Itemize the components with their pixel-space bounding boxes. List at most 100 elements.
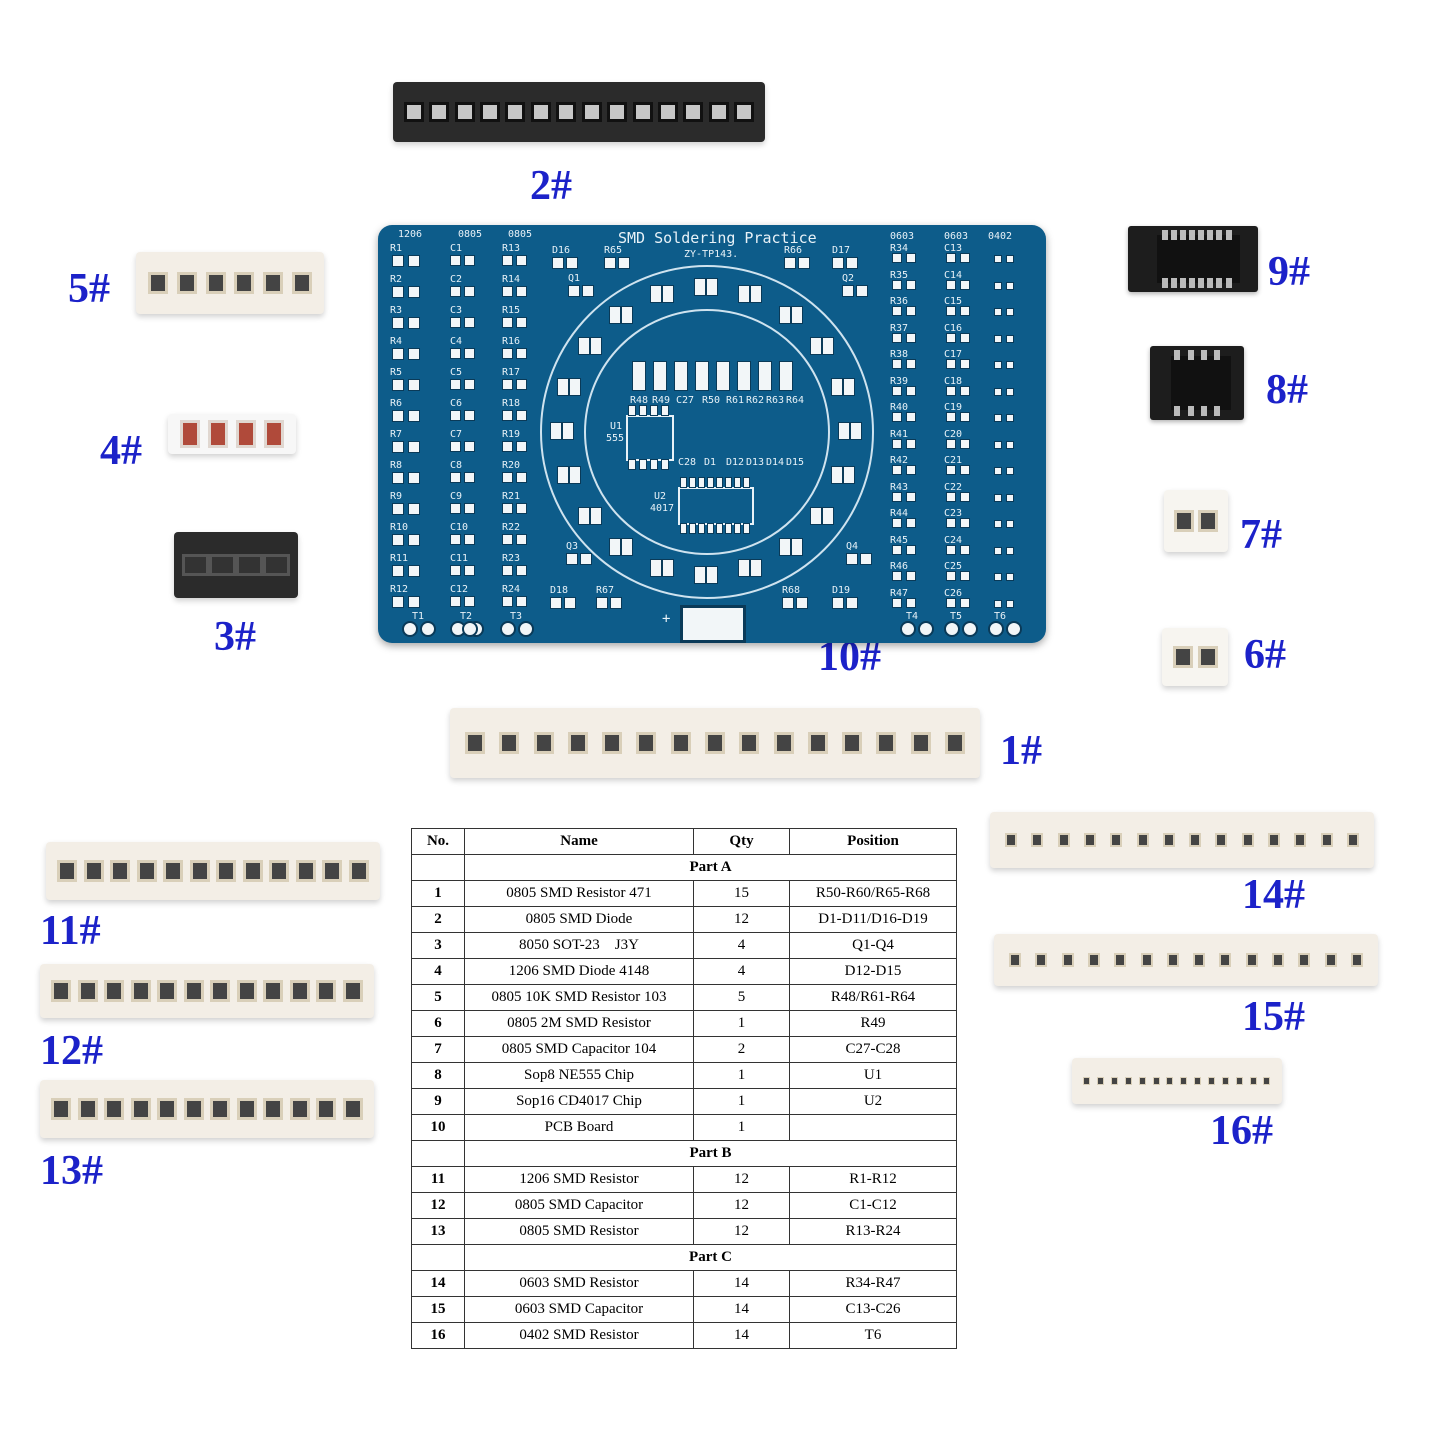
cell-qty: 1 — [693, 1088, 790, 1115]
smd-component — [322, 860, 343, 882]
smd-component — [1271, 953, 1284, 967]
solder-pad — [680, 523, 687, 534]
solder-pad — [557, 466, 570, 485]
pcb-ref-center: R48 — [630, 395, 649, 406]
through-hole — [462, 621, 478, 637]
component-12-tape — [40, 964, 374, 1018]
solder-pad — [568, 285, 580, 297]
cell-qty: 12 — [693, 1166, 790, 1193]
smd-component — [1172, 646, 1193, 668]
solder-pad — [946, 544, 956, 555]
pcb-ref-c-right: C24 — [944, 534, 963, 546]
solder-pad — [960, 332, 970, 343]
pcb-ref-c-right: C23 — [944, 508, 963, 519]
solder-pad — [779, 361, 793, 391]
pcb-title: SMD Soldering Practice — [618, 229, 817, 247]
solder-pad — [582, 285, 594, 297]
solder-pad — [994, 414, 1002, 422]
solder-pad — [725, 477, 732, 488]
solder-pad — [552, 257, 564, 269]
solder-pad — [650, 459, 658, 470]
pcb-ref-center: D15 — [786, 457, 805, 468]
cell-name: 0805 SMD Capacitor 104 — [464, 1036, 694, 1063]
cell-position: D12-D15 — [789, 958, 957, 985]
solder-pad — [694, 566, 706, 584]
cell-name: 1206 SMD Diode 4148 — [464, 958, 694, 985]
cell-no: 15 — [411, 1296, 465, 1323]
solder-pad — [750, 285, 763, 304]
solder-pad — [516, 348, 527, 359]
header-position: Position — [789, 828, 957, 855]
pcb-col-0805a: 0805 — [458, 229, 483, 240]
cell-no: 8 — [411, 1062, 465, 1089]
smd-component — [739, 732, 760, 754]
solder-pad — [580, 553, 592, 565]
solder-pad — [1006, 308, 1014, 316]
solder-pad — [450, 441, 461, 452]
u1-chip-outline — [626, 415, 674, 461]
smd-component — [1005, 833, 1018, 847]
smd-component — [1298, 953, 1311, 967]
solder-pad — [960, 359, 970, 369]
solder-pad — [798, 257, 810, 269]
smd-component — [77, 980, 98, 1002]
solder-pad — [994, 255, 1002, 263]
pcb-ref-r-left: R6 — [390, 398, 403, 409]
solder-pad — [450, 286, 461, 297]
smd-component — [236, 554, 263, 576]
solder-pad — [450, 255, 461, 266]
cell-no: 6 — [411, 1010, 465, 1037]
smd-component — [465, 732, 486, 754]
solder-pad — [674, 361, 688, 391]
solder-pad — [569, 377, 582, 396]
smd-component — [1189, 833, 1202, 847]
pcb-ref-c-left: C6 — [450, 398, 463, 409]
solder-pad — [609, 538, 622, 557]
through-hole — [918, 621, 934, 637]
solder-pad — [502, 379, 513, 390]
solder-pad — [392, 472, 404, 484]
solder-pad — [695, 361, 709, 391]
smd-component — [269, 860, 290, 882]
pcb-ref-top: D17 — [832, 245, 851, 256]
solder-pad — [946, 491, 956, 502]
pcb-ref-r-mid: R24 — [502, 584, 521, 595]
pcb-ref-center: D12 — [726, 457, 745, 468]
pcb-ref-r-right: R37 — [890, 322, 909, 334]
smd-component — [1221, 1077, 1229, 1085]
cell-qty: 4 — [693, 958, 790, 985]
pcb-ref-top: Q2 — [842, 273, 855, 284]
solder-pad — [502, 565, 513, 576]
solder-pad — [464, 596, 475, 607]
cell-name: Sop8 NE555 Chip — [464, 1062, 694, 1089]
through-hole — [962, 621, 978, 637]
solder-pad — [698, 523, 705, 534]
smd-component — [636, 732, 657, 754]
pcb-ref-top: D16 — [552, 245, 571, 256]
solder-pad — [408, 255, 420, 267]
pcb-ref-c-left: C8 — [450, 460, 463, 471]
chip-pin — [1187, 406, 1194, 416]
solder-pad — [564, 597, 576, 609]
solder-pad — [830, 377, 843, 396]
pcb-ref-r-mid: R17 — [502, 367, 521, 378]
solder-pad — [994, 546, 1002, 555]
solder-pad — [892, 412, 902, 422]
cell-no: 13 — [411, 1218, 465, 1245]
solder-pad — [892, 597, 902, 608]
pcb-ref-r-left: R11 — [390, 553, 409, 564]
solder-pad — [946, 385, 956, 396]
pcb-col-0402: 0402 — [988, 231, 1013, 242]
solder-pad — [392, 596, 404, 608]
cell-name: 0805 SMD Resistor — [464, 1218, 694, 1245]
chip-pin — [1216, 278, 1223, 288]
pcb-ref-r-mid: R19 — [502, 429, 521, 440]
smd-component — [1166, 1077, 1174, 1085]
pcb-ref-c-right: C19 — [944, 402, 963, 413]
label-10: 10# — [818, 634, 881, 680]
